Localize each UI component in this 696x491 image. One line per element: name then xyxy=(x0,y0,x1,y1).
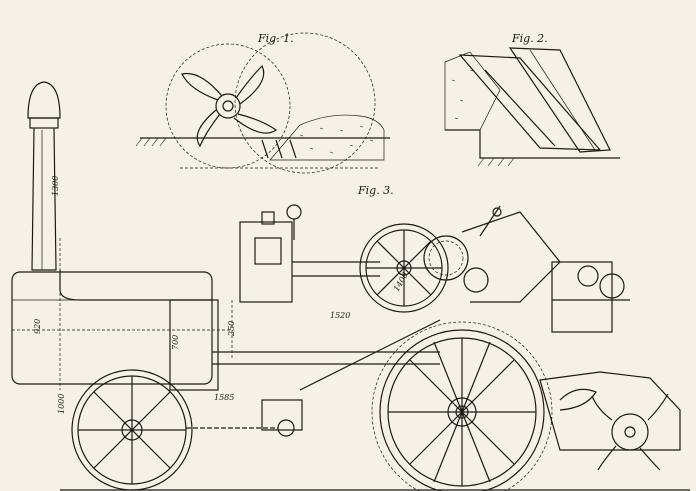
chain-bracket xyxy=(261,399,303,431)
pressure-gauge xyxy=(286,204,302,220)
tiller-tine xyxy=(559,388,597,411)
chimney xyxy=(27,81,61,271)
steering-knob xyxy=(492,207,502,217)
dimension-250: 250 xyxy=(227,321,236,337)
fig1-diagram: Fig. 1. xyxy=(135,32,390,174)
gear-frame xyxy=(461,211,561,303)
fig1-hub xyxy=(215,93,241,119)
steam-chest xyxy=(254,237,282,265)
safety-valve xyxy=(261,211,275,225)
fig1-hub-inner xyxy=(222,100,234,112)
firebox xyxy=(169,299,219,391)
dimension-labels: 1300 920 700 250 1520 1585 1000 1400 xyxy=(33,176,410,414)
chimney-cap xyxy=(27,81,61,119)
flywheel-rim xyxy=(359,223,449,313)
fig2-ploughshare xyxy=(458,54,602,151)
rear-pinion xyxy=(577,265,599,287)
rear-gear-assembly xyxy=(551,261,630,333)
fig1-tines xyxy=(261,139,297,159)
steering-post xyxy=(479,205,501,237)
dimension-1585: 1585 xyxy=(214,393,234,402)
dimension-920: 920 xyxy=(33,319,42,334)
fig2-soil-left xyxy=(444,51,501,131)
fig1-blade-lower-right xyxy=(233,113,278,134)
gear-large-pitch xyxy=(428,240,464,276)
tiller-rotor-hub xyxy=(624,426,636,438)
rear-wheel-spokes xyxy=(388,338,536,486)
dimension-1400: 1400 xyxy=(392,271,410,293)
engine-block xyxy=(239,204,380,303)
tiller-hood xyxy=(539,371,681,451)
fig2-share-edge xyxy=(484,69,556,147)
gear-large xyxy=(423,235,469,281)
fig1-second-circle xyxy=(234,32,376,174)
dimension-700: 700 xyxy=(171,335,180,350)
fig1-title: Fig. 1. xyxy=(257,32,294,45)
fig1-tilled-soil xyxy=(269,114,385,161)
chimney-stack xyxy=(31,127,57,271)
rear-wheel-rim xyxy=(379,329,545,491)
fig1-ground-hatch xyxy=(135,137,167,147)
tiller-rotor xyxy=(611,413,649,451)
gear-train xyxy=(423,205,561,303)
fig1-soil-dots xyxy=(299,125,374,154)
dimension-1300: 1300 xyxy=(51,176,60,196)
gear-small xyxy=(463,267,489,293)
fig2-title: Fig. 2. xyxy=(511,32,548,45)
front-wheel xyxy=(71,369,193,491)
tiller-blades xyxy=(591,393,669,471)
fig2-furrow xyxy=(445,129,620,159)
fig2-shank xyxy=(508,47,611,153)
fig3-title: Fig. 3. xyxy=(357,184,394,197)
fig2-furrow-hatch xyxy=(477,157,515,167)
cylinder-housing xyxy=(239,221,293,303)
boiler xyxy=(11,270,232,391)
rear-housing xyxy=(551,261,613,333)
fig1-blade-right xyxy=(235,64,265,105)
fig1-blade-lower xyxy=(196,109,221,148)
flywheel xyxy=(359,223,449,313)
drive-rod xyxy=(299,319,441,391)
frame xyxy=(59,238,441,391)
rear-wheel-cleats xyxy=(371,321,553,491)
fig1-blade-top xyxy=(181,72,223,101)
smokebox-pipe xyxy=(59,270,212,301)
chain-drive xyxy=(186,399,303,437)
rotary-tiller xyxy=(539,371,681,471)
fig2-shank-line xyxy=(529,49,596,151)
fig1-rotor-circle xyxy=(165,43,291,169)
fig2-diagram: Fig. 2. xyxy=(444,32,620,167)
flywheel-spokes xyxy=(366,230,442,306)
fig3-diagram: Fig. 3. xyxy=(11,81,690,491)
boiler-shell xyxy=(11,271,213,385)
dimension-1520: 1520 xyxy=(330,311,350,320)
chain-sprocket xyxy=(277,419,295,437)
dimension-1000: 1000 xyxy=(57,394,66,414)
rear-gear xyxy=(599,273,625,299)
front-wheel-spokes xyxy=(78,376,186,484)
rear-wheel xyxy=(371,321,553,491)
chimney-collar xyxy=(29,117,59,129)
fig2-soil-dots xyxy=(451,69,474,120)
